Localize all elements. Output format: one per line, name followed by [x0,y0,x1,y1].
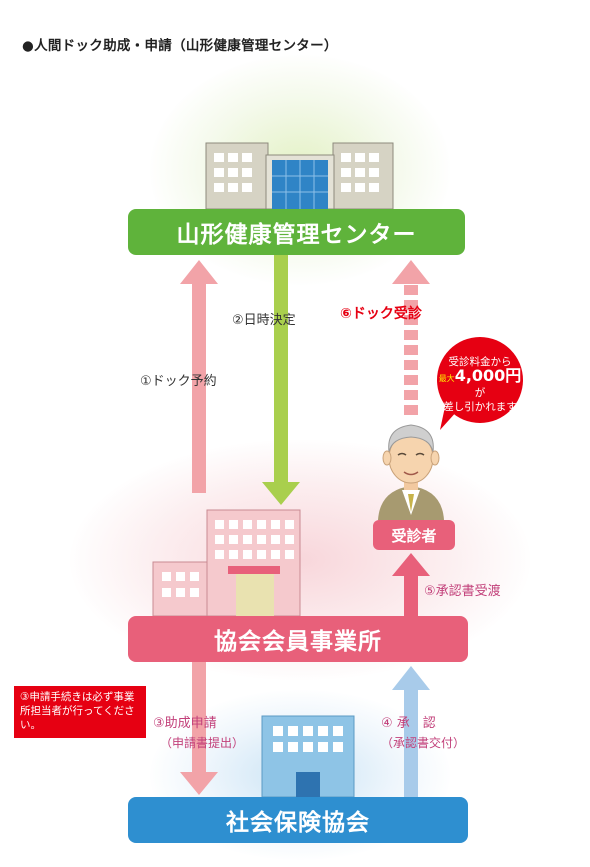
bubble-amount: 4,000円 [454,366,522,385]
step3-label: ③助成申請 [153,716,217,731]
bubble-line3: 差し引かれます [443,401,517,413]
page-title: ●人間ドック助成・申請（山形健康管理センター） [22,38,338,54]
bubble-line1: 受診料金から [448,356,512,368]
center-building-icon [205,142,394,210]
step6-label: ⑥ドック受診 [340,306,422,322]
office-building-icon [152,509,301,617]
step1-label: ①ドック予約 [140,374,217,389]
arrow-step2 [262,255,300,505]
arrow-step3 [180,662,218,795]
step3-sublabel: （申請書提出） [160,736,245,750]
arrow-step4 [392,666,430,797]
bubble-text: 受診料金から 最大4,000円が 差し引かれます [437,355,523,414]
bubble-suffix: が [474,387,486,399]
arrow-step6 [392,260,430,415]
step2-label: ②日時決定 [232,313,296,328]
bubble-line2: 最大4,000円が [437,366,523,400]
arrow-step5 [392,553,430,616]
health-center-box: 山形健康管理センター [128,209,465,255]
arrow-step1 [180,260,218,493]
step5-label: ⑤承認書受渡 [424,584,501,599]
discount-bubble [437,337,523,430]
patient-box: 受診者 [373,520,455,550]
association-building-icon [261,715,355,798]
step4-label: ④ 承 認 [381,716,436,731]
bubble-prefix: 最大 [438,374,455,383]
social-insurance-association-box: 社会保険協会 [128,797,468,843]
application-note: ③申請手続きは必ず事業所担当者が行ってください。 [14,686,146,738]
member-office-box: 協会会員事業所 [128,616,468,662]
patient-illustration [378,424,444,520]
step4-sublabel: （承認書交付） [381,736,466,750]
